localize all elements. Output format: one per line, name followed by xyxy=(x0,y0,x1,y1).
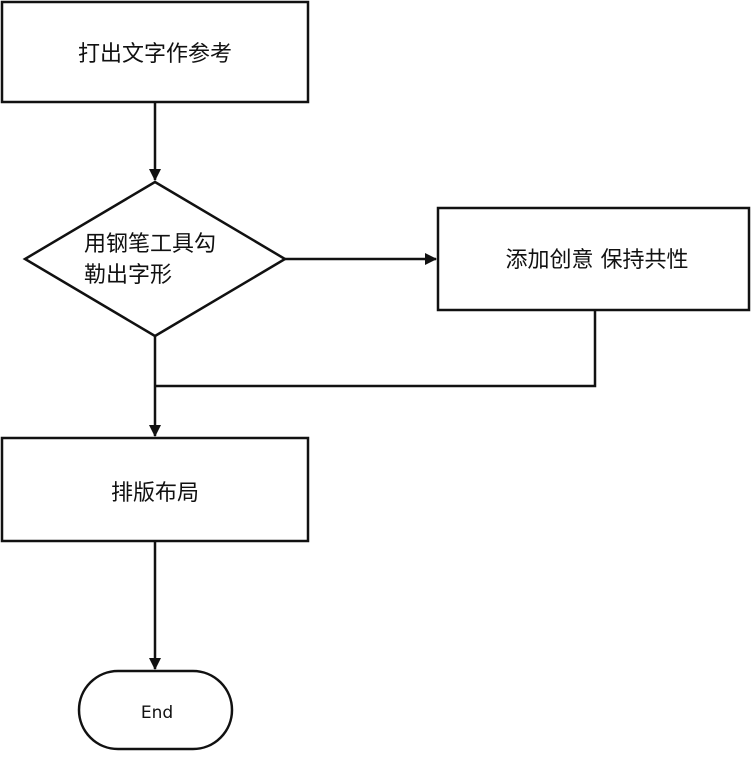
connector-creative-return xyxy=(155,310,597,388)
reference-step-label: 打出文字作参考 xyxy=(78,42,232,67)
decision-label-line1: 用钢笔工具勾 xyxy=(84,232,216,257)
decision-node: 用钢笔工具勾 勒出字形 xyxy=(22,180,288,338)
reference-step-box xyxy=(0,0,310,104)
end-terminator-shape xyxy=(77,669,234,751)
creative-step-node: 添加创意 保持共性 xyxy=(436,206,751,312)
end-label: End xyxy=(141,703,173,723)
creative-step-box xyxy=(436,206,751,312)
layout-step-box xyxy=(0,436,310,543)
layout-step-node: 排版布局 xyxy=(0,436,310,543)
decision-diamond xyxy=(22,180,288,338)
decision-label-line2: 勒出字形 xyxy=(84,263,172,288)
reference-step-node: 打出文字作参考 xyxy=(0,0,310,104)
end-node: End xyxy=(77,669,234,751)
creative-step-label: 添加创意 保持共性 xyxy=(506,248,689,273)
layout-step-label: 排版布局 xyxy=(111,481,199,506)
